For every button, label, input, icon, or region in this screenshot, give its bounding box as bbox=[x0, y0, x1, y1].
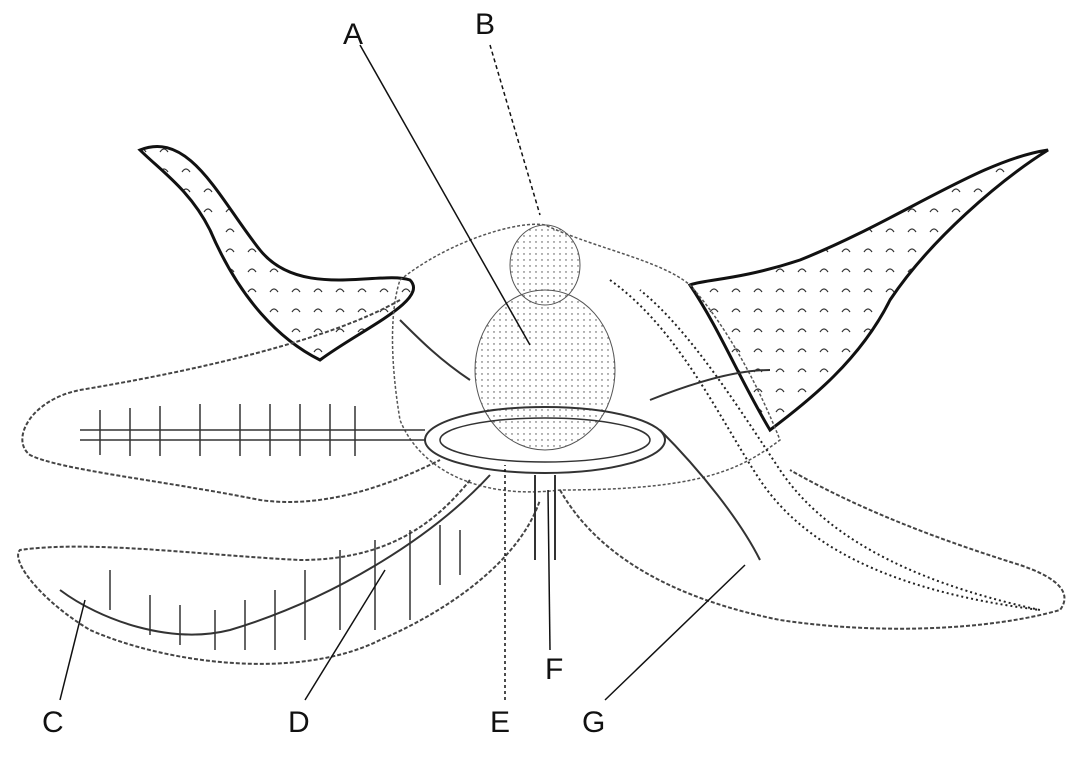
upper-left-arm bbox=[140, 146, 414, 360]
radial-canal-left bbox=[80, 430, 425, 440]
leader-lines bbox=[60, 45, 745, 700]
label-g: G bbox=[582, 708, 605, 738]
label-c: C bbox=[42, 708, 64, 738]
label-f: F bbox=[545, 655, 563, 685]
label-a: A bbox=[343, 20, 363, 50]
leader-f bbox=[548, 490, 550, 650]
stomach-neck bbox=[510, 225, 580, 305]
label-e: E bbox=[490, 708, 510, 738]
stomach bbox=[475, 290, 615, 450]
left-upper-arm bbox=[22, 300, 440, 502]
radial-canal-upper-left bbox=[400, 320, 470, 380]
leader-g bbox=[605, 565, 745, 700]
label-d: D bbox=[288, 708, 310, 738]
stone-canal bbox=[535, 475, 555, 560]
left-lower-arm bbox=[18, 480, 540, 664]
leader-b bbox=[490, 45, 540, 215]
right-lower-arm bbox=[560, 470, 1064, 629]
label-b: B bbox=[475, 10, 495, 40]
leader-d bbox=[305, 570, 385, 700]
upper-right-arm bbox=[690, 150, 1048, 430]
leader-c bbox=[60, 600, 85, 700]
radial-canal-right bbox=[660, 430, 760, 560]
